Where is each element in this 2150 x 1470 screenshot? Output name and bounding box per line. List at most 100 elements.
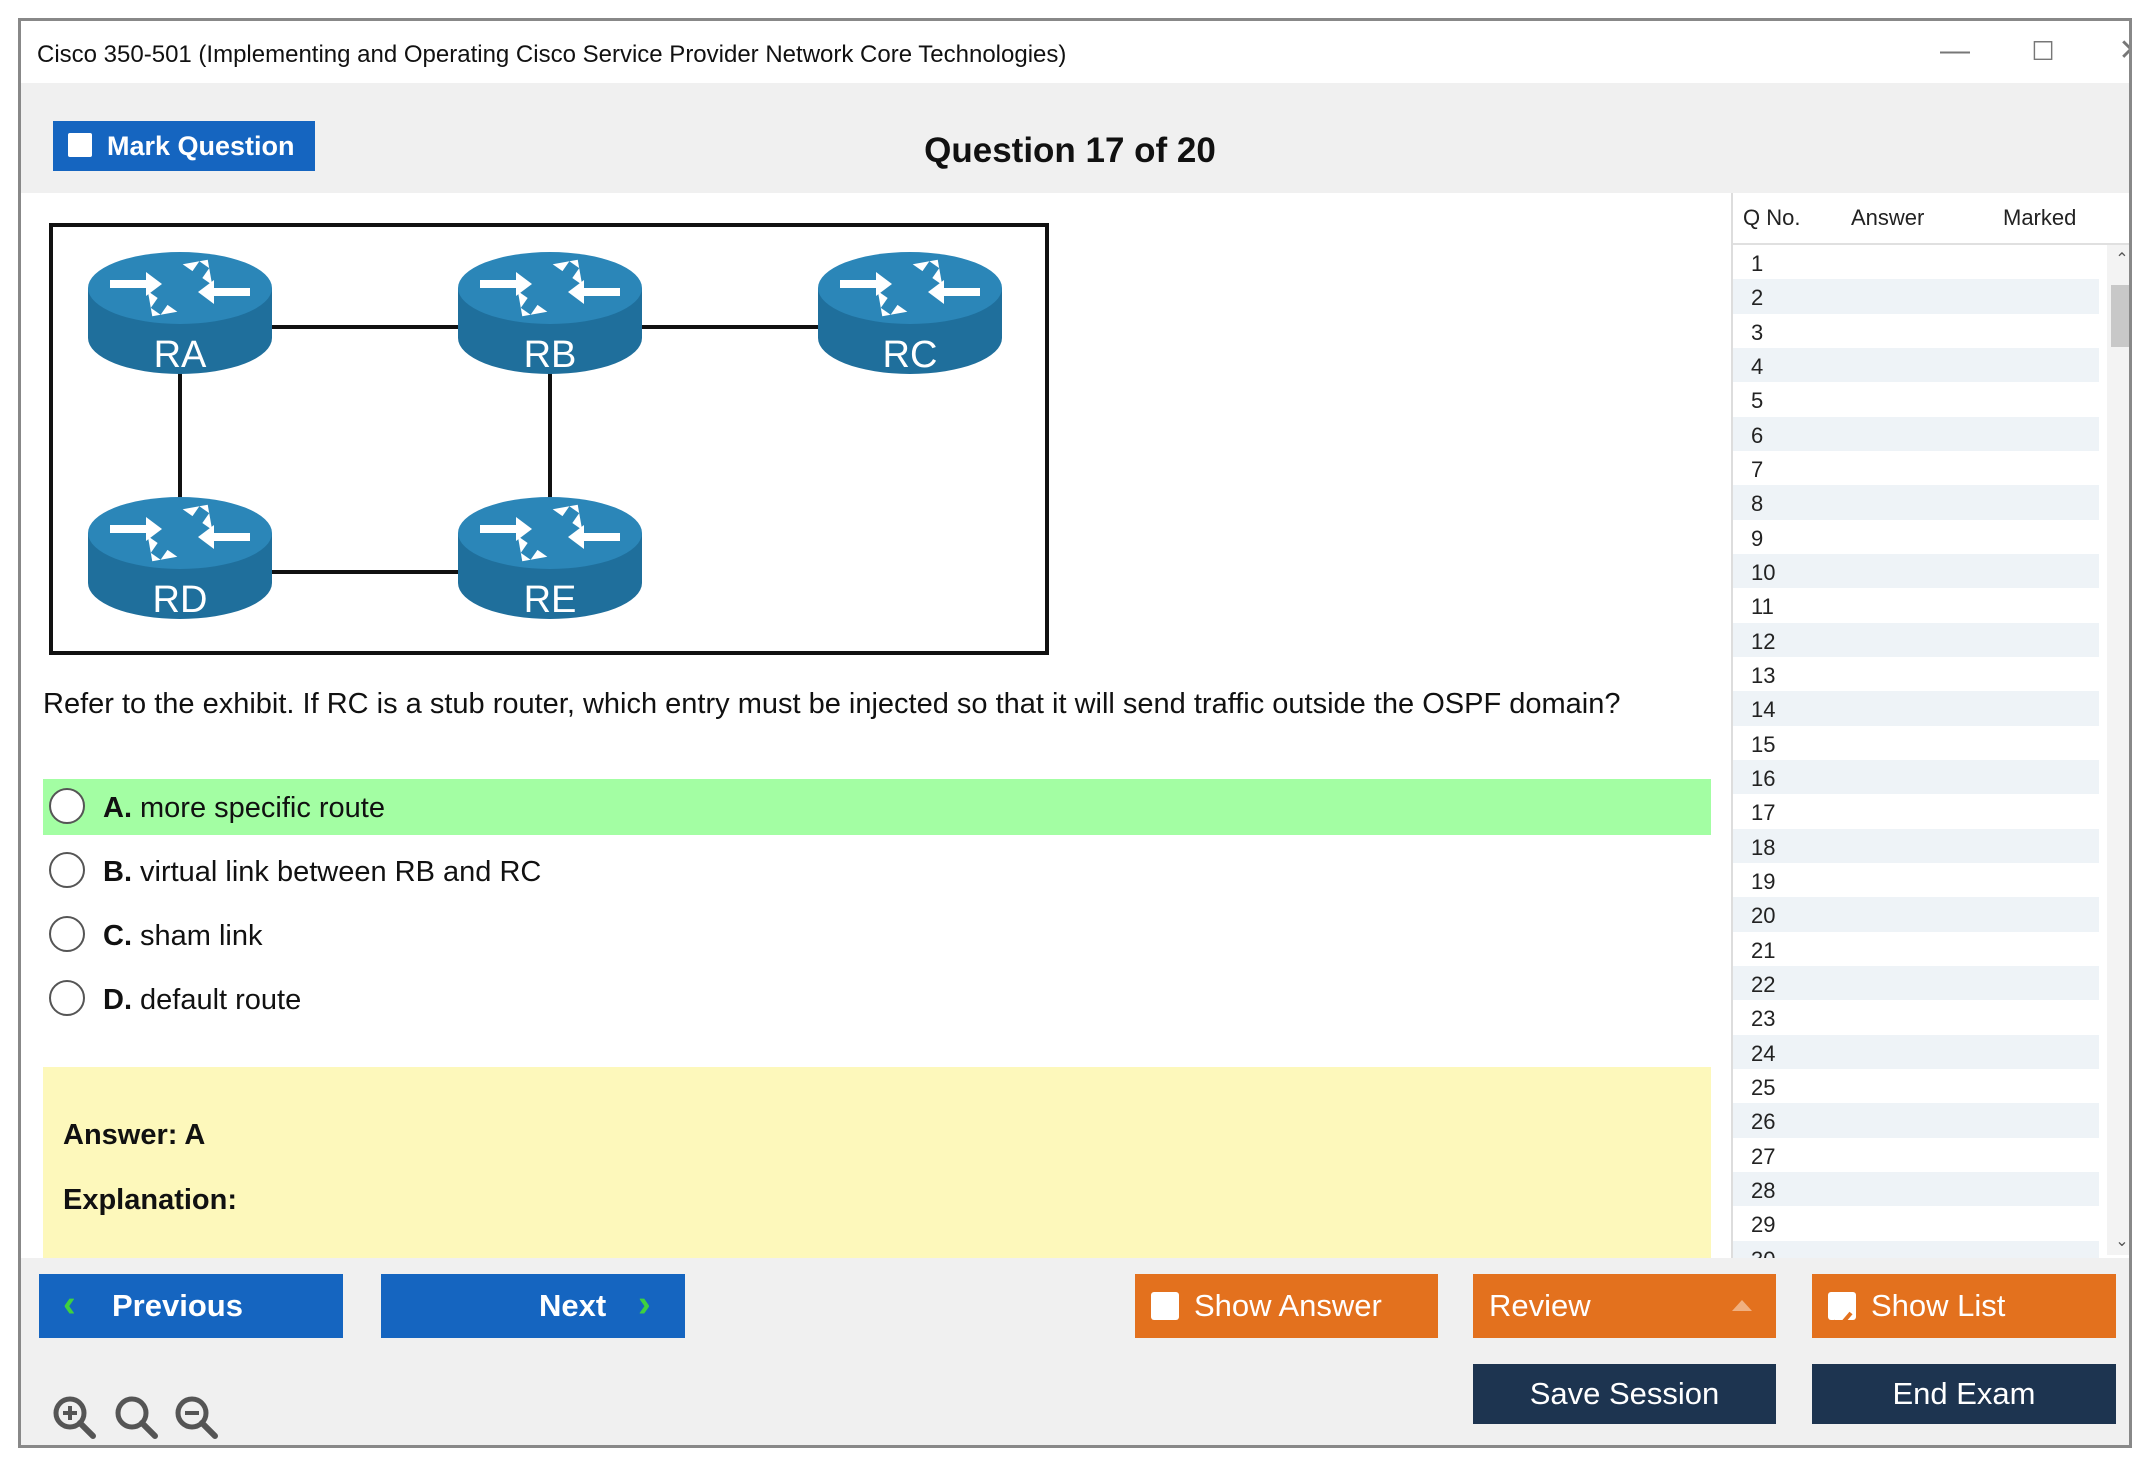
question-list-row[interactable]: 16: [1733, 759, 2099, 795]
network-exhibit: RA RB RC RD RE: [49, 223, 1049, 655]
question-number: 18: [1751, 834, 1776, 860]
review-button[interactable]: Review: [1473, 1274, 1776, 1338]
option-letter: A.: [103, 792, 132, 824]
end-exam-button[interactable]: End Exam: [1812, 1364, 2116, 1424]
show-answer-button[interactable]: Show Answer: [1135, 1274, 1438, 1338]
question-number: 19: [1751, 868, 1776, 894]
minimize-icon[interactable]: —: [1940, 34, 1970, 67]
network-diagram: RA RB RC RD RE: [88, 249, 1002, 621]
option-text: virtual link between RB and RC: [140, 856, 542, 888]
zoom-out-icon[interactable]: [173, 1394, 219, 1440]
question-list-row[interactable]: 14: [1733, 691, 2099, 726]
question-number: 3: [1751, 319, 1764, 345]
show-list-button[interactable]: Show List: [1812, 1274, 2116, 1338]
question-number: 8: [1751, 491, 1764, 517]
router-label-rc: RC: [883, 334, 938, 376]
question-number: 10: [1751, 559, 1776, 585]
option-text: sham link: [140, 920, 263, 952]
question-list-row[interactable]: 19: [1733, 863, 2099, 897]
save-session-button[interactable]: Save Session: [1473, 1364, 1776, 1424]
question-list-row[interactable]: 28: [1733, 1171, 2099, 1207]
question-number: 24: [1751, 1040, 1776, 1066]
radio-button[interactable]: [49, 980, 85, 1016]
mark-question-label: Mark Question: [107, 131, 295, 161]
option-d[interactable]: D. default route: [43, 971, 1711, 1027]
question-list-row[interactable]: 20: [1733, 897, 2099, 932]
question-text: Refer to the exhibit. If RC is a stub ro…: [43, 688, 1621, 720]
maximize-icon[interactable]: ☐: [2031, 36, 2055, 66]
question-list-header: Q No. Answer Marked: [1733, 193, 2129, 245]
radio-button[interactable]: [49, 916, 85, 952]
question-list-row[interactable]: 15: [1733, 726, 2099, 760]
next-label: Next: [539, 1288, 607, 1323]
scroll-thumb[interactable]: [2111, 285, 2129, 347]
zoom-in-icon[interactable]: [51, 1394, 97, 1440]
question-list-row[interactable]: 18: [1733, 828, 2099, 863]
question-list-row[interactable]: 10: [1733, 553, 2099, 589]
zoom-reset-icon[interactable]: [113, 1394, 159, 1440]
answer-line: Answer: A: [63, 1119, 206, 1151]
scrollbar[interactable]: ⌃ ⌄: [2107, 245, 2129, 1255]
header-answer[interactable]: Answer: [1851, 205, 1925, 230]
question-list-row[interactable]: 25: [1733, 1069, 2099, 1103]
question-number: 15: [1751, 731, 1776, 757]
radio-button[interactable]: [49, 788, 85, 824]
previous-label: Previous: [112, 1288, 243, 1323]
checkbox-icon: [1828, 1292, 1856, 1330]
question-number: 20: [1751, 903, 1776, 929]
scroll-up-icon[interactable]: ⌃: [2115, 251, 2129, 268]
question-list-row[interactable]: 13: [1733, 657, 2099, 691]
question-list-row[interactable]: 6: [1733, 416, 2099, 451]
title-bar: Cisco 350-501 (Implementing and Operatin…: [21, 21, 2129, 83]
radio-button[interactable]: [49, 852, 85, 888]
question-list-row[interactable]: 27: [1733, 1138, 2099, 1172]
previous-button[interactable]: ‹ Previous: [39, 1274, 343, 1338]
chevron-left-icon: ‹: [63, 1283, 76, 1325]
question-number: 28: [1751, 1177, 1776, 1203]
header-qno[interactable]: Q No.: [1743, 205, 1801, 230]
question-list-row[interactable]: 22: [1733, 965, 2099, 1001]
question-list-row[interactable]: 23: [1733, 1000, 2099, 1034]
question-number: 17: [1751, 800, 1776, 826]
question-list-row[interactable]: 12: [1733, 622, 2099, 657]
window-title: Cisco 350-501 (Implementing and Operatin…: [37, 41, 1067, 68]
question-list-row[interactable]: 9: [1733, 520, 2099, 554]
question-list-row[interactable]: 1: [1733, 245, 2099, 279]
close-icon[interactable]: ✕: [2101, 31, 2129, 71]
question-number: 11: [1751, 594, 1774, 620]
question-list-row[interactable]: 21: [1733, 932, 2099, 966]
question-number: 7: [1751, 456, 1764, 482]
question-number: 26: [1751, 1109, 1776, 1135]
checkmark-icon: [1831, 1311, 1853, 1330]
question-list-row[interactable]: 17: [1733, 794, 2099, 828]
option-a[interactable]: A. more specific route: [43, 779, 1711, 835]
explanation-label: Explanation:: [63, 1184, 238, 1216]
option-letter: C.: [103, 920, 132, 952]
question-list-row[interactable]: 4: [1733, 347, 2099, 383]
question-list-row[interactable]: 26: [1733, 1103, 2099, 1138]
option-b[interactable]: B. virtual link between RB and RC: [43, 843, 1711, 899]
mark-question-button[interactable]: Mark Question: [53, 121, 315, 171]
question-number: 16: [1751, 765, 1776, 791]
question-list-row[interactable]: 3: [1733, 314, 2099, 348]
app-window: Cisco 350-501 (Implementing and Operatin…: [18, 18, 2132, 1448]
option-c[interactable]: C. sham link: [43, 907, 1711, 963]
question-list-row[interactable]: 7: [1733, 451, 2099, 485]
question-content: RA RB RC RD RE Refer to the exhibit. If …: [21, 193, 1726, 1264]
option-text: default route: [140, 984, 302, 1016]
question-list-row[interactable]: 29: [1733, 1206, 2099, 1240]
question-list-row[interactable]: 11: [1733, 588, 2099, 622]
question-list-row[interactable]: 5: [1733, 382, 2099, 416]
header-marked[interactable]: Marked: [2003, 205, 2077, 230]
question-list-row[interactable]: 2: [1733, 279, 2099, 314]
question-number: 27: [1751, 1143, 1776, 1169]
next-button[interactable]: Next ›: [381, 1274, 685, 1338]
question-list-row[interactable]: 24: [1733, 1034, 2099, 1069]
checkbox-icon: [1151, 1292, 1179, 1320]
option-letter: D.: [103, 984, 132, 1016]
show-answer-label: Show Answer: [1194, 1288, 1382, 1323]
scroll-down-icon[interactable]: ⌄: [2115, 1233, 2129, 1250]
question-number: 29: [1751, 1212, 1776, 1238]
question-list-row[interactable]: 8: [1733, 485, 2099, 520]
